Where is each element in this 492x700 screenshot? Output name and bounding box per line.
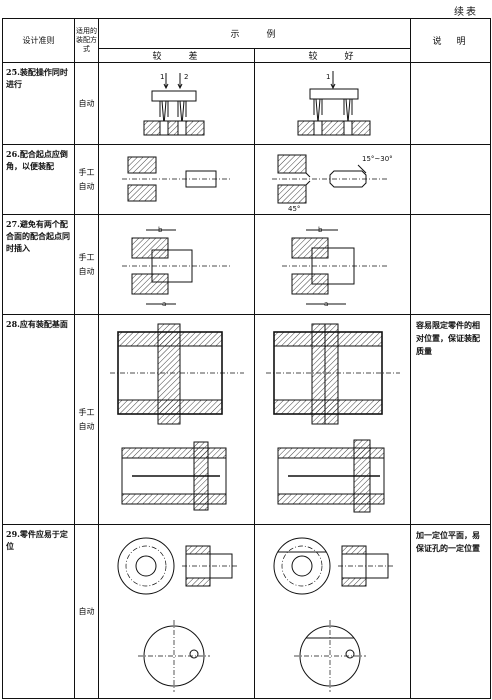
rule-27: 27.避免有两个配合面的配合起点同时插入 bbox=[2, 214, 75, 315]
table-row: 28.应有装配基面 手工自动 bbox=[2, 314, 492, 525]
header-example: 示 例 bbox=[97, 18, 412, 49]
table-row: 27.避免有两个配合面的配合起点同时插入 手工自动 b a b bbox=[2, 214, 492, 315]
figure-26-worse bbox=[98, 144, 255, 215]
header-mode: 适用的装配方式 bbox=[74, 18, 99, 63]
design-rules-table: 设计准则 适用的装配方式 示 例 说 明 较 差 较 好 25.装配操作同时进行… bbox=[2, 18, 492, 699]
label-2: 2 bbox=[184, 73, 188, 81]
header-better: 较 好 bbox=[253, 48, 412, 63]
mode-25: 自动 bbox=[74, 62, 99, 145]
chamfer-45: 45° bbox=[288, 205, 300, 213]
note-27 bbox=[410, 214, 492, 315]
note-29: 加一定位平面，易保证孔的一定位置 bbox=[410, 524, 492, 699]
figure-26-better: 45° 15°~30° bbox=[253, 144, 412, 215]
mode-29: 自动 bbox=[74, 524, 99, 699]
mode-26: 手工自动 bbox=[74, 144, 99, 215]
figure-28-worse bbox=[98, 314, 255, 525]
note-26 bbox=[410, 144, 492, 215]
rule-29: 29.零件应易于定位 bbox=[2, 524, 75, 699]
figure-27-better: b a bbox=[253, 214, 412, 315]
note-25 bbox=[410, 62, 492, 145]
continued-label: 续表 bbox=[454, 7, 478, 18]
rule-25: 25.装配操作同时进行 bbox=[2, 62, 75, 145]
header-rule: 设计准则 bbox=[2, 18, 75, 63]
label-1: 1 bbox=[160, 73, 164, 81]
chamfer-range: 15°~30° bbox=[362, 155, 393, 163]
table-row: 25.装配操作同时进行 自动 1 2 bbox=[2, 62, 492, 145]
mode-28: 手工自动 bbox=[74, 314, 99, 525]
mode-27: 手工自动 bbox=[74, 214, 99, 315]
figure-28-better bbox=[253, 314, 412, 525]
header-worse: 较 差 bbox=[98, 48, 255, 63]
figure-25-worse: 1 2 bbox=[98, 62, 255, 145]
label-1: 1 bbox=[326, 73, 330, 81]
rule-28: 28.应有装配基面 bbox=[2, 314, 75, 525]
header-note: 说 明 bbox=[410, 18, 492, 63]
figure-27-worse: b a bbox=[98, 214, 255, 315]
table-row: 29.零件应易于定位 自动 bbox=[2, 524, 492, 699]
figure-29-better bbox=[253, 524, 412, 699]
figure-29-worse bbox=[98, 524, 255, 699]
table-row: 26.配合起点应倒角，以便装配 手工自动 45° 15°~30° bbox=[2, 144, 492, 215]
figure-25-better: 1 bbox=[253, 62, 412, 145]
rule-26: 26.配合起点应倒角，以便装配 bbox=[2, 144, 75, 215]
note-28: 容易限定零件的相对位置，保证装配质量 bbox=[410, 314, 492, 525]
